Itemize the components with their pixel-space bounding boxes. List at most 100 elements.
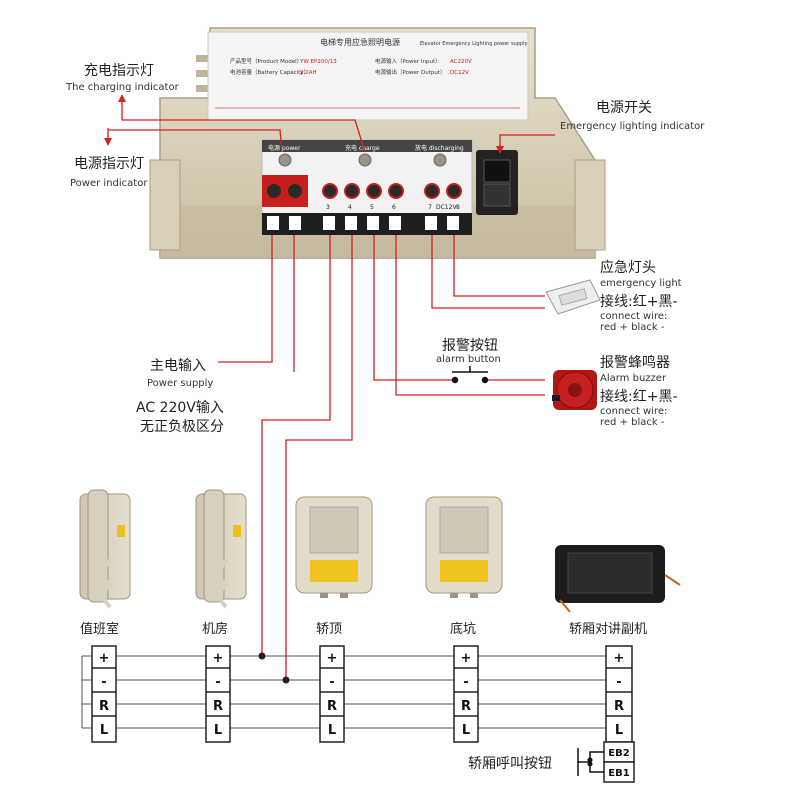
machine-room-term-minus: -: [215, 675, 220, 690]
output-value: DC12V: [450, 70, 469, 76]
emergency-light-icon: [545, 279, 601, 315]
pit-term-plus: +: [461, 651, 472, 666]
charging-indicator-en: The charging indicator: [66, 82, 179, 93]
alarm-button-en: alarm button: [436, 354, 501, 365]
terminal-6: [388, 183, 404, 199]
car-top-term-minus: -: [329, 675, 334, 690]
alarm-button-icon: [451, 366, 489, 384]
pit-term-r: R: [461, 699, 471, 714]
panel-discharge-label: 放电 discharging: [415, 144, 464, 152]
pit-term-l: L: [462, 723, 470, 738]
power-indicator-arrow: [104, 138, 112, 146]
pit-term-minus: -: [463, 675, 468, 690]
power-switch-cn: 电源开关: [596, 100, 652, 116]
duty-room-term-l: L: [100, 723, 108, 738]
term-num-4: 4: [348, 204, 352, 211]
term-num-3: 3: [326, 204, 330, 211]
model-label: 产品型号（Product Model）: [230, 57, 302, 65]
alarm-buzzer-icon: [552, 370, 597, 410]
power-indicator-cn: 电源指示灯: [74, 156, 144, 172]
bus-junction-minus: [282, 676, 290, 684]
terminal-block-pit: [453, 645, 479, 743]
car-call-button-label: 轿厢呼叫按钮: [468, 756, 552, 772]
car-sub-term-r: R: [614, 699, 624, 714]
switch-arrow: [496, 146, 504, 154]
machine-room-handset-icon: [195, 489, 247, 609]
device-title-cn: 电梯专用应急照明电源: [320, 37, 400, 47]
buzzer-wire-cn: 接线:红+黑-: [600, 389, 678, 405]
terminal-block-machine-room: [205, 645, 231, 743]
power-indicator-lamp: [278, 153, 292, 167]
input-value: AC220V: [450, 59, 472, 65]
pit-speaker-icon: [425, 496, 503, 598]
terminal-5: [366, 183, 382, 199]
terminal-3: [322, 183, 338, 199]
car-sub-term-eb2: EB2: [608, 748, 629, 759]
output-label: 电源输出（Power Output）: [375, 68, 445, 76]
terminal-block-duty-room: [91, 645, 117, 743]
emergency-light-wire-cn: 接线:红+黑-: [600, 294, 678, 310]
input-label: 电源输入（Power Input）: [375, 57, 441, 65]
power-switch-en: Emergency lighting indicator: [560, 121, 705, 132]
panel-charge-label: 充电 charge: [345, 144, 380, 152]
terminal-7: [424, 183, 440, 199]
device-title-en: Elevator Emergency Lighting power supply: [420, 41, 527, 47]
car-call-button-icon: [577, 748, 604, 776]
alarm-buzzer-en: Alarm buzzer: [600, 373, 667, 384]
model-value: YW EP200/13: [299, 59, 337, 65]
car-top-term-l: L: [328, 723, 336, 738]
discharge-indicator-lamp: [433, 153, 447, 167]
power-supply-unit: [149, 27, 606, 259]
battery-label: 电池容量（Battery Capacity）: [230, 68, 309, 76]
car-sub-term-l: L: [615, 723, 623, 738]
buzzer-wire-en2: red + black -: [600, 417, 665, 428]
charge-indicator-lamp: [358, 153, 372, 167]
terminal-block-car-top: [319, 645, 345, 743]
term-dc-label: DC12V: [436, 204, 457, 211]
car-sub-term-minus: -: [616, 675, 621, 690]
battery-value: 2.2AH: [300, 70, 317, 76]
station-duty-room: 值班室: [80, 622, 120, 637]
charging-indicator-cn: 充电指示灯: [84, 63, 154, 79]
car-top-term-r: R: [327, 699, 337, 714]
bus-junction-plus: [258, 652, 266, 660]
duty-room-term-minus: -: [101, 675, 106, 690]
station-pit: 底坑: [450, 622, 477, 637]
car-sub-intercom-icon: [555, 545, 681, 613]
device-label: [207, 31, 529, 121]
machine-room-term-l: L: [214, 723, 222, 738]
emergency-light-wire-en1: connect wire:: [600, 311, 668, 322]
power-indicator-en: Power indicator: [70, 178, 148, 189]
term-num-8: 8: [456, 204, 460, 211]
callout-wires: [107, 100, 555, 680]
machine-room-term-plus: +: [213, 651, 224, 666]
terminal-block-car-sub: [603, 645, 635, 783]
charging-arrow: [118, 94, 126, 102]
car-top-term-plus: +: [327, 651, 338, 666]
emergency-light-cn: 应急灯头: [600, 260, 656, 276]
alarm-button-cn: 报警按钮: [442, 338, 498, 354]
station-car-top: 轿顶: [316, 622, 343, 637]
term-num-5: 5: [370, 204, 374, 211]
emergency-light-wire-en2: red + black -: [600, 322, 665, 333]
alarm-buzzer-cn: 报警蜂鸣器: [600, 355, 670, 371]
duty-room-term-r: R: [99, 699, 109, 714]
main-input-cn: 主电输入: [150, 358, 206, 374]
intercom-bus-lines: [81, 655, 632, 729]
no-polarity-cn: 无正负极区分: [140, 419, 224, 435]
terminal-4: [344, 183, 360, 199]
ac-input-cn: AC 220V输入: [136, 400, 224, 416]
duty-room-term-plus: +: [99, 651, 110, 666]
main-input-en: Power supply: [147, 378, 214, 389]
station-machine-room: 机房: [202, 622, 229, 637]
term-num-7: 7: [428, 204, 432, 211]
car-sub-term-eb1: EB1: [608, 768, 629, 779]
station-car-sub-intercom: 轿厢对讲副机: [569, 622, 648, 637]
panel-power-label: 电源 power: [268, 144, 301, 152]
car-sub-term-plus: +: [614, 651, 625, 666]
term-num-6: 6: [392, 204, 396, 211]
duty-room-handset-icon: [79, 489, 131, 609]
machine-room-term-r: R: [213, 699, 223, 714]
